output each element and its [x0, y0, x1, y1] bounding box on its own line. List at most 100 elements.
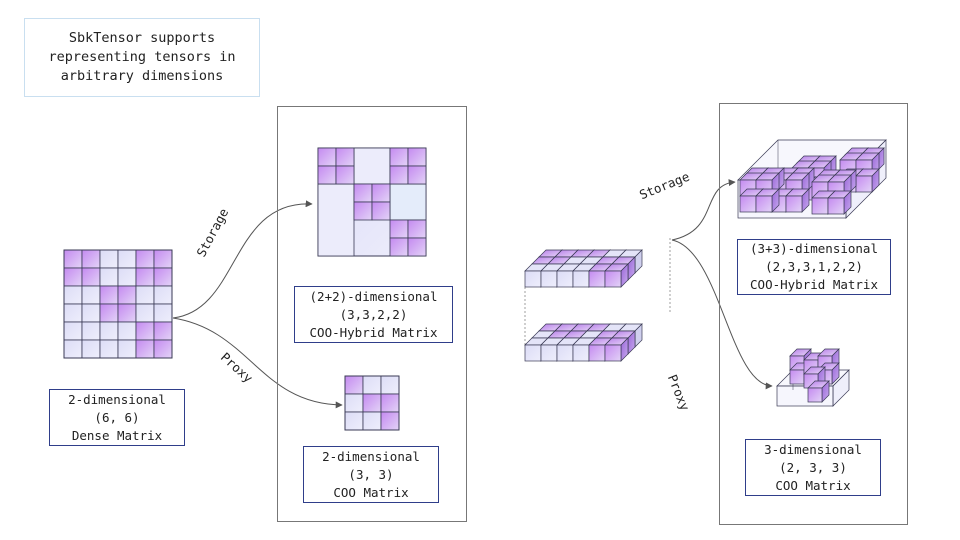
matrix-cell-filled	[81, 267, 101, 287]
tensor-slab-top	[524, 249, 643, 288]
hybrid-tensor-cube	[785, 188, 810, 213]
matrix-cell-empty	[117, 267, 137, 287]
cube-front-face	[556, 344, 574, 362]
note-line: arbitrary dimensions	[60, 68, 224, 84]
panel-3d-results	[719, 103, 908, 525]
matrix-cell-empty	[81, 285, 101, 305]
matrix-cell-filled	[135, 339, 155, 359]
matrix-cell-empty	[117, 321, 137, 341]
cube-front-face	[604, 344, 622, 362]
cube-front-face	[540, 270, 558, 288]
matrix-cell-filled	[135, 321, 155, 341]
label-coo-2d: 2-dimensional (3, 3) COO Matrix	[303, 446, 439, 503]
note-line: SbkTensor supports	[68, 30, 216, 46]
matrix-cell-empty	[81, 321, 101, 341]
matrix-cell-empty	[63, 321, 83, 341]
hybrid-empty-block	[317, 183, 355, 257]
cube-front-face	[785, 195, 803, 213]
hybrid-block-cell	[407, 165, 427, 185]
matrix-cell-filled	[153, 249, 173, 269]
label-line: (6, 6)	[94, 409, 140, 425]
label-line: 2-dimensional	[322, 448, 420, 464]
matrix-cell-empty	[99, 339, 119, 359]
label-line: COO-Hybrid Matrix	[309, 324, 438, 340]
coo-hybrid-tensor-3d	[737, 139, 887, 219]
coo-matrix-3x3	[344, 375, 400, 431]
matrix-cell-filled	[81, 249, 101, 269]
matrix-cell-empty	[135, 303, 155, 323]
label-line: (2+2)-dimensional	[309, 288, 438, 304]
label-line: (3,3,2,2)	[339, 306, 408, 322]
label-line: 3-dimensional	[764, 441, 862, 457]
tensor-cube-filled	[604, 337, 629, 362]
cube-front-face	[572, 270, 590, 288]
label-dense-matrix: 2-dimensional (6, 6) Dense Matrix	[49, 389, 185, 446]
label-line: COO Matrix	[333, 484, 409, 500]
cube-front-face	[540, 344, 558, 362]
cube-front-face	[524, 270, 542, 288]
hybrid-block-cell	[407, 237, 427, 257]
hybrid-block-cell	[371, 201, 391, 221]
matrix-border	[344, 375, 400, 431]
hybrid-empty-block	[353, 147, 391, 185]
matrix-cell-empty	[153, 303, 173, 323]
matrix-cell-empty	[63, 303, 83, 323]
tensor-slab-bottom	[524, 323, 643, 362]
matrix-cell-filled	[63, 267, 83, 287]
matrix-cell-empty	[117, 339, 137, 359]
hybrid-block-cell	[335, 165, 355, 185]
matrix-cell-empty	[135, 285, 155, 305]
edge-proxy-3d	[671, 239, 773, 390]
coo-hybrid-matrix-2d	[317, 147, 427, 257]
matrix-cell-filled	[135, 249, 155, 269]
matrix-cell-empty	[117, 249, 137, 269]
label-line: 2-dimensional	[68, 391, 166, 407]
label-line: (2, 3, 3)	[779, 459, 847, 475]
hybrid-tensor-cube	[855, 168, 880, 193]
cube-front-face	[588, 270, 606, 288]
matrix-cell-filled	[63, 249, 83, 269]
matrix-cell-empty	[81, 339, 101, 359]
label-line: (3+3)-dimensional	[750, 241, 878, 256]
hybrid-tensor-cube	[755, 188, 780, 213]
matrix-cell-filled	[153, 339, 173, 359]
label-coo-hybrid-2d: (2+2)-dimensional (3,3,2,2) COO-Hybrid M…	[294, 286, 453, 343]
edge-storage-3d	[671, 179, 736, 241]
label-line: COO-Hybrid Matrix	[750, 277, 878, 292]
matrix-cell-empty	[99, 267, 119, 287]
label-line: COO Matrix	[775, 477, 851, 493]
label-line: (2,3,3,1,2,2)	[765, 259, 863, 274]
edge-proxy-2d	[172, 317, 343, 409]
matrix-cell-empty	[153, 285, 173, 305]
label-coo-hybrid-3d: (3+3)-dimensional (2,3,3,1,2,2) COO-Hybr…	[737, 239, 891, 295]
matrix-cell-filled	[153, 267, 173, 287]
panel-2d-results	[277, 106, 467, 522]
matrix-cell-filled	[117, 285, 137, 305]
matrix-cell-empty	[99, 249, 119, 269]
matrix-cell-filled	[117, 303, 137, 323]
cube-front-face	[807, 387, 823, 403]
note-line: representing tensors in	[48, 49, 236, 65]
matrix-cell-filled	[153, 321, 173, 341]
coo-tensor-cube	[807, 380, 830, 403]
label-coo-3d: 3-dimensional (2, 3, 3) COO Matrix	[745, 439, 881, 496]
hybrid-tensor-cube	[827, 190, 852, 215]
matrix-cell-empty	[63, 339, 83, 359]
matrix-cell-filled	[99, 285, 119, 305]
matrix-border	[63, 249, 173, 359]
hybrid-empty-block	[389, 183, 427, 221]
label-line: Dense Matrix	[71, 427, 163, 443]
description-note: SbkTensor supports representing tensors …	[24, 18, 260, 97]
matrix-cell-empty	[63, 285, 83, 305]
matrix-cell-empty	[99, 321, 119, 341]
label-line: (3, 3)	[348, 466, 394, 482]
dense-matrix-6x6	[63, 249, 173, 359]
tensor-cube-filled	[604, 263, 629, 288]
cube-front-face	[572, 344, 590, 362]
edge-storage-2d	[172, 200, 313, 319]
cube-front-face	[556, 270, 574, 288]
cube-front-face	[827, 197, 845, 215]
matrix-cell-filled	[135, 267, 155, 287]
